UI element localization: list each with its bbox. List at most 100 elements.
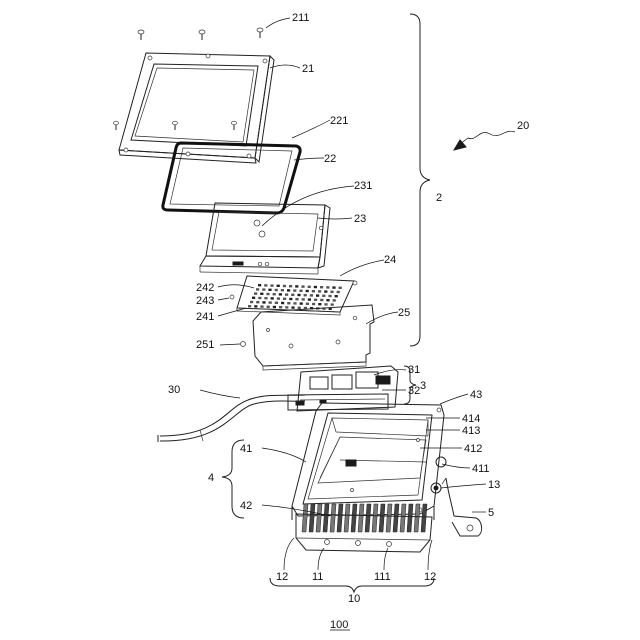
led-chip bbox=[281, 302, 284, 304]
brace-10 bbox=[270, 578, 434, 592]
led-chip bbox=[254, 305, 257, 307]
heat-sink-fins-42 bbox=[302, 504, 427, 532]
led-chip bbox=[285, 293, 288, 295]
label-12-right: 12 bbox=[424, 571, 436, 583]
led-chip bbox=[260, 305, 263, 307]
label-411: 411 bbox=[472, 463, 490, 475]
label-12-left: 12 bbox=[276, 571, 288, 583]
led-chip bbox=[326, 299, 329, 301]
led-chip bbox=[308, 286, 311, 288]
heat-sink-fin bbox=[344, 504, 350, 532]
led-chip bbox=[256, 288, 259, 290]
led-chip bbox=[279, 293, 282, 295]
led-chip bbox=[312, 290, 315, 292]
led-chip bbox=[335, 295, 338, 297]
heat-sink-fin bbox=[323, 504, 329, 532]
led-chip bbox=[275, 302, 278, 304]
led-chip bbox=[298, 307, 301, 309]
label-231: 231 bbox=[354, 180, 372, 192]
led-chip bbox=[318, 303, 321, 305]
led-chip bbox=[258, 284, 261, 286]
led-chip bbox=[256, 301, 259, 303]
led-chip bbox=[331, 303, 334, 305]
brace-2 bbox=[410, 14, 430, 346]
led-chip bbox=[328, 295, 331, 297]
led-board-24 bbox=[230, 276, 357, 315]
heat-sink-fin bbox=[309, 504, 315, 532]
label-243: 243 bbox=[196, 295, 214, 307]
heat-sink-fin bbox=[302, 504, 308, 532]
led-chip bbox=[295, 285, 298, 287]
led-chip bbox=[337, 291, 340, 293]
label-42: 42 bbox=[240, 500, 252, 512]
heat-sink-fin bbox=[358, 504, 364, 532]
heat-sink-fin bbox=[365, 504, 371, 532]
housing-4 bbox=[292, 403, 446, 520]
led-chip bbox=[324, 303, 327, 305]
label-2: 2 bbox=[436, 192, 442, 204]
led-chip bbox=[250, 301, 253, 303]
label-41: 41 bbox=[240, 443, 252, 455]
bracket-5 bbox=[442, 478, 482, 536]
led-chip bbox=[267, 306, 270, 308]
led-chip bbox=[299, 290, 302, 292]
label-24: 24 bbox=[384, 254, 396, 266]
led-chip bbox=[295, 298, 298, 300]
label-23: 23 bbox=[354, 213, 366, 225]
led-chip bbox=[285, 306, 288, 308]
led-chip bbox=[281, 289, 284, 291]
led-chip bbox=[287, 289, 290, 291]
heat-sink-fin bbox=[386, 504, 392, 532]
led-chip bbox=[316, 294, 319, 296]
led-chip bbox=[332, 286, 335, 288]
led-chip bbox=[322, 295, 325, 297]
led-chip bbox=[324, 290, 327, 292]
label-111: 111 bbox=[374, 571, 391, 583]
label-20: 20 bbox=[517, 120, 529, 132]
led-chip-array bbox=[248, 284, 342, 310]
led-chip bbox=[291, 294, 294, 296]
heat-plate-25 bbox=[241, 305, 375, 370]
cable-30 bbox=[158, 395, 305, 442]
label-413: 413 bbox=[462, 425, 480, 437]
label-31: 31 bbox=[408, 364, 420, 376]
led-chip bbox=[312, 303, 315, 305]
led-chip bbox=[287, 302, 290, 304]
led-chip bbox=[254, 292, 257, 294]
led-chip bbox=[301, 285, 304, 287]
label-4: 4 bbox=[208, 472, 214, 484]
label-22: 22 bbox=[324, 153, 336, 165]
led-chip bbox=[289, 298, 292, 300]
led-chip bbox=[297, 294, 300, 296]
led-chip bbox=[320, 299, 323, 301]
label-3: 3 bbox=[420, 380, 426, 392]
led-chip bbox=[270, 284, 273, 286]
led-chip bbox=[273, 293, 276, 295]
led-chip bbox=[248, 305, 251, 307]
frame-21 bbox=[114, 53, 275, 163]
heat-sink-fin bbox=[379, 504, 385, 532]
led-chip bbox=[300, 302, 303, 304]
led-chip bbox=[264, 297, 267, 299]
label-412: 412 bbox=[464, 443, 482, 455]
led-chip bbox=[268, 289, 271, 291]
led-chip bbox=[283, 298, 286, 300]
label-221: 221 bbox=[330, 115, 348, 127]
reference-labels: 211 21 221 22 231 23 24 242 243 241 25 2… bbox=[168, 12, 529, 631]
heat-sink-fin bbox=[351, 504, 357, 532]
led-chip bbox=[293, 289, 296, 291]
led-chip bbox=[293, 302, 296, 304]
label-43: 43 bbox=[470, 389, 482, 401]
heat-sink-fin bbox=[407, 504, 413, 532]
label-241: 241 bbox=[196, 311, 214, 323]
led-chip bbox=[252, 297, 255, 299]
led-chip bbox=[326, 286, 329, 288]
led-chip bbox=[306, 303, 309, 305]
led-chip bbox=[291, 306, 294, 308]
heat-sink-fin bbox=[330, 504, 336, 532]
label-5: 5 bbox=[488, 507, 494, 519]
heat-sink-fin bbox=[414, 504, 420, 532]
led-chip bbox=[283, 285, 286, 287]
top-screws bbox=[138, 28, 263, 40]
